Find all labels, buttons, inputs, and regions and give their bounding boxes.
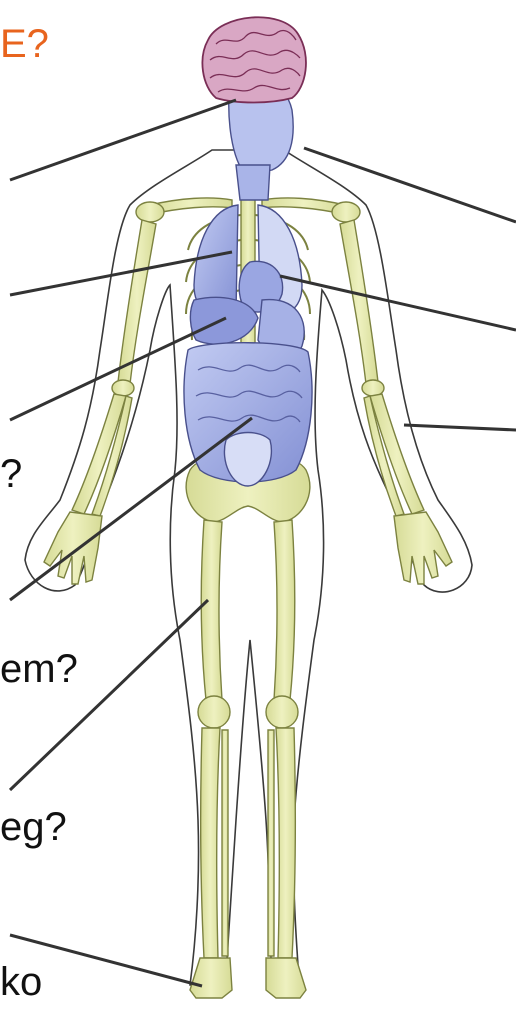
- left-tibia: [201, 728, 220, 958]
- neck: [236, 165, 270, 200]
- right-knee: [266, 696, 298, 728]
- brain-icon: [202, 17, 306, 102]
- leader-arm: [404, 425, 516, 430]
- left-femur: [201, 520, 222, 700]
- right-foot: [266, 958, 306, 998]
- left-knee: [198, 696, 230, 728]
- leg-question-label: eg?: [0, 805, 67, 849]
- leader-leg: [10, 600, 208, 790]
- foot-label: ko: [0, 960, 42, 1004]
- right-femur: [274, 520, 295, 700]
- right-fibula: [268, 730, 274, 956]
- head-question-label: E?: [0, 22, 49, 66]
- system-question-label: em?: [0, 647, 78, 691]
- left-fibula: [222, 730, 228, 956]
- abdomen-question-label: ?: [0, 452, 22, 496]
- right-tibia: [276, 728, 295, 958]
- organs: [184, 76, 312, 486]
